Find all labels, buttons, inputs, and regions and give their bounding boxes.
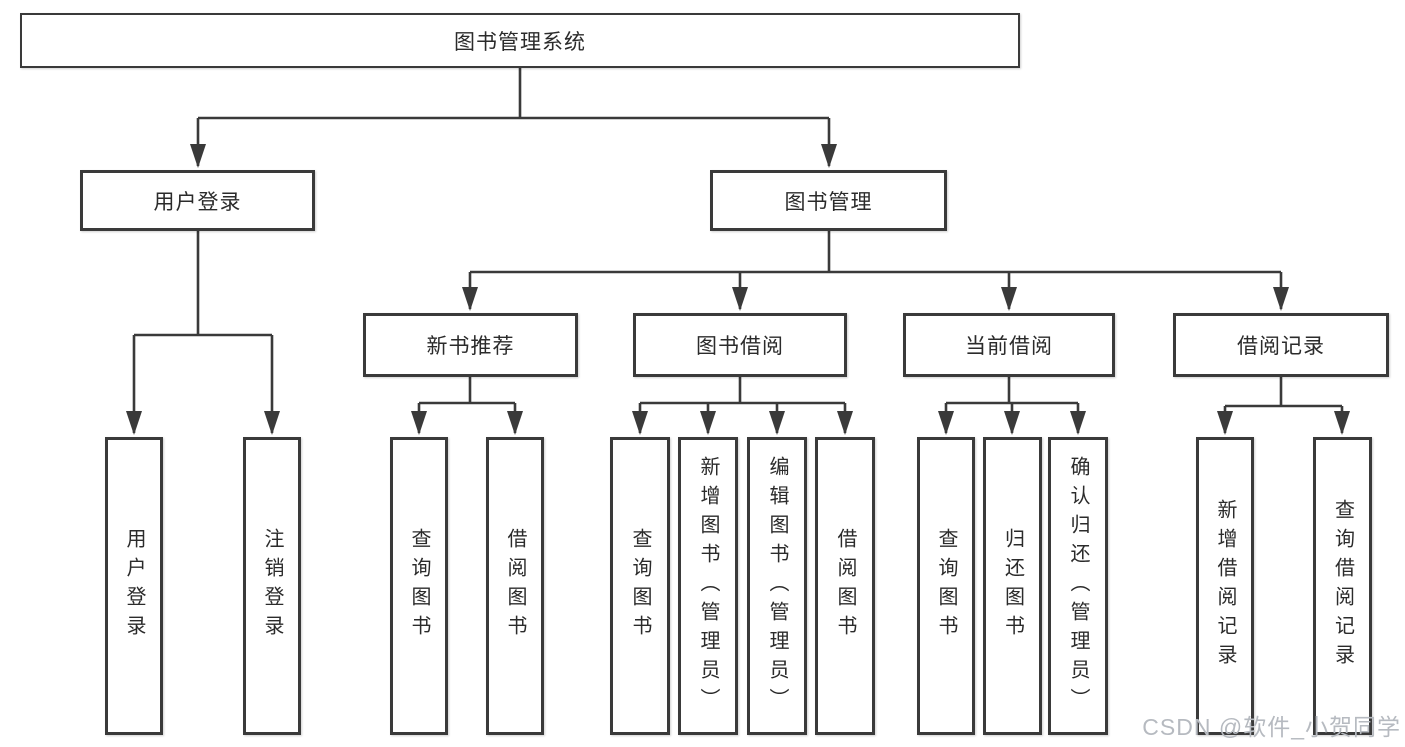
leaf-label: 编辑图书（管理员） <box>766 455 788 717</box>
leaf-label: 借阅图书 <box>834 528 856 644</box>
leaf-add-book-admin: 新增图书（管理员） <box>678 437 738 735</box>
leaf-label: 注销登录 <box>261 528 283 644</box>
leaf-edit-book-admin: 编辑图书（管理员） <box>747 437 807 735</box>
leaf-borrow-books-recommend: 借阅图书 <box>486 437 544 735</box>
leaf-query-books-current: 查询图书 <box>917 437 975 735</box>
leaf-add-borrow-record: 新增借阅记录 <box>1196 437 1254 735</box>
node-new-book-recommendation: 新书推荐 <box>363 313 578 377</box>
leaf-label: 查询借阅记录 <box>1331 499 1354 673</box>
watermark: CSDN @软件_小贺同学 <box>1142 714 1401 740</box>
node-user-login: 用户登录 <box>80 170 315 231</box>
leaf-user-login: 用户登录 <box>105 437 163 735</box>
leaf-label: 新增图书（管理员） <box>697 455 719 717</box>
leaf-label: 查询图书 <box>935 528 957 644</box>
leaf-confirm-return-admin: 确认归还（管理员） <box>1048 437 1108 735</box>
leaf-label: 查询图书 <box>408 528 430 644</box>
arrowheads <box>126 144 1350 435</box>
node-book-management: 图书管理 <box>710 170 947 231</box>
leaf-query-books-recommend: 查询图书 <box>390 437 448 735</box>
leaf-query-borrow-record: 查询借阅记录 <box>1313 437 1372 735</box>
leaf-label: 查询图书 <box>629 528 651 644</box>
leaf-logout: 注销登录 <box>243 437 301 735</box>
node-library-system: 图书管理系统 <box>20 13 1020 68</box>
leaf-label: 用户登录 <box>123 528 145 644</box>
leaf-label: 确认归还（管理员） <box>1067 455 1089 717</box>
node-current-borrowing: 当前借阅 <box>903 313 1115 377</box>
node-book-borrowing: 图书借阅 <box>633 313 847 377</box>
leaf-label: 新增借阅记录 <box>1214 499 1236 673</box>
node-borrowing-records: 借阅记录 <box>1173 313 1389 377</box>
leaf-query-books-borrowing: 查询图书 <box>610 437 670 735</box>
leaf-label: 归还图书 <box>1001 528 1024 644</box>
leaf-borrow-books-borrowing: 借阅图书 <box>815 437 875 735</box>
leaf-label: 借阅图书 <box>504 528 526 644</box>
leaf-return-books: 归还图书 <box>983 437 1042 735</box>
